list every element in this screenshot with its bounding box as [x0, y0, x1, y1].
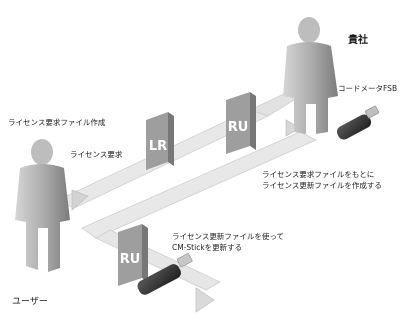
- ru-card-top-icon: [226, 92, 256, 154]
- ru-card-top-label: RU: [228, 120, 249, 135]
- request-arrow-head: [285, 119, 301, 137]
- apply-update-label-line1: ライセンス更新ファイルを使って: [172, 232, 284, 241]
- ru-card-bottom-icon: [118, 224, 148, 286]
- create-update-label-line1: ライセンス要求ファイルをもとに: [262, 170, 375, 179]
- update-arrow-head: [195, 287, 215, 313]
- codemeter-label: コードメータFSB: [338, 84, 398, 93]
- company-person-figure: [283, 17, 338, 134]
- license-request-label: ライセンス要求: [70, 150, 123, 159]
- apply-update-label-line2: CM-Stickを更新する: [172, 243, 243, 252]
- cm-stick-usb-icon: [137, 253, 193, 295]
- lr-card-label: LR: [149, 139, 167, 154]
- create-update-label-line2: ライセンス更新ファイルを作成する: [262, 181, 382, 190]
- user-return-arrow-head: [71, 189, 89, 211]
- ru-card-bottom-label: RU: [120, 252, 141, 267]
- request-file-create-label: ライセンス要求ファイル作成: [8, 118, 106, 127]
- company-label: 貴社: [348, 35, 368, 46]
- user-person-figure: [15, 139, 70, 272]
- lr-card-icon: [146, 112, 174, 170]
- user-label: ユーザー: [12, 297, 48, 307]
- codemeter-usb-stick-icon: [336, 105, 380, 140]
